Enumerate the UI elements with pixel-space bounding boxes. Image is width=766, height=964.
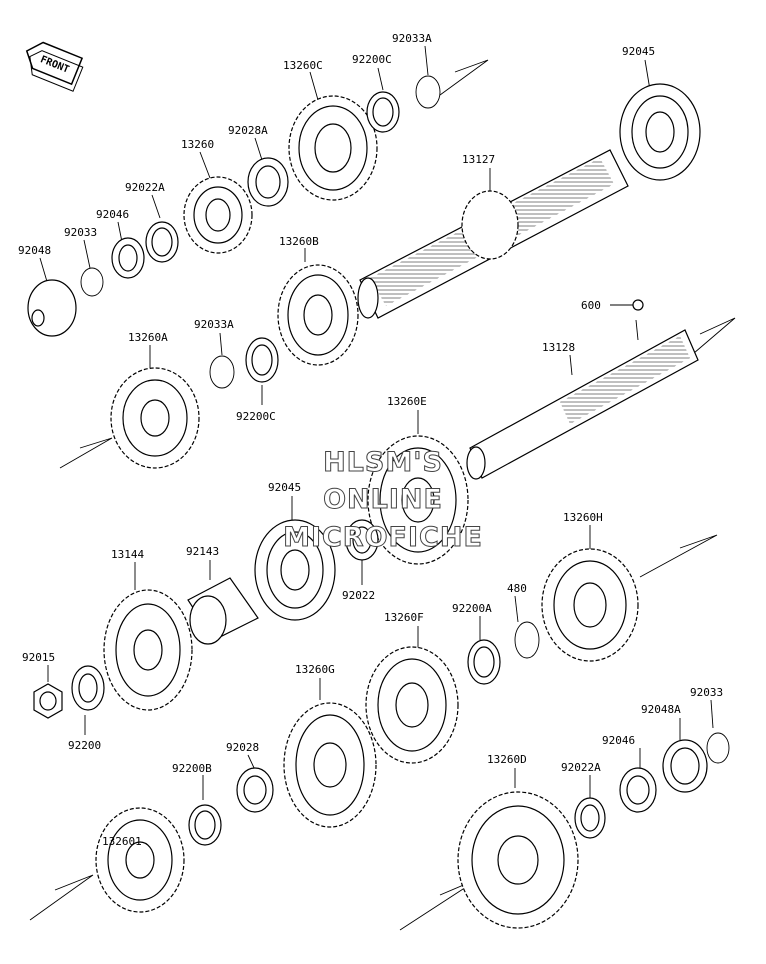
gear-13260F [365, 646, 459, 764]
label-92200B: 92200B [172, 762, 212, 775]
label-92033A-top: 92033A [392, 32, 432, 45]
gear-13260 [183, 176, 253, 254]
gear-13260B [277, 264, 359, 366]
label-13128: 13128 [542, 341, 575, 354]
label-92022: 92022 [342, 589, 375, 602]
gear-13260C [288, 95, 378, 201]
label-92028A: 92028A [228, 124, 268, 137]
watermark-line-3: MICROFICHE [283, 522, 483, 553]
label-92200A: 92200A [452, 602, 492, 615]
label-92033-left: 92033 [64, 226, 97, 239]
label-92200C-mid: 92200C [236, 410, 276, 423]
label-92046-left: 92046 [96, 208, 129, 221]
label-92143: 92143 [186, 545, 219, 558]
label-13127: 13127 [462, 153, 495, 166]
label-92028: 92028 [226, 741, 259, 754]
watermark: HLSM'S ONLINE MICROFICHE [283, 447, 483, 554]
label-92045-mid: 92045 [268, 481, 301, 494]
label-13260G: 13260G [295, 663, 335, 676]
gear-13260E [367, 435, 469, 565]
label-13260H: 13260H [563, 511, 603, 524]
label-92200C-top: 92200C [352, 53, 392, 66]
label-92033-right: 92033 [690, 686, 723, 699]
small-parts [27, 75, 730, 846]
label-13260I: 132601 [102, 835, 142, 848]
label-13260C: 13260C [283, 59, 323, 72]
label-13260D: 13260D [487, 753, 527, 766]
leader-lines [39, 45, 714, 850]
label-13260B: 13260B [279, 235, 319, 248]
watermark-line-1: HLSM'S [323, 447, 443, 478]
gear-13127-integral [461, 190, 519, 260]
label-92048: 92048 [18, 244, 51, 257]
shaft-13128 [466, 329, 699, 480]
label-600: 600 [581, 299, 601, 312]
label-92033A-mid: 92033A [194, 318, 234, 331]
bearing-92045-upper [619, 83, 701, 181]
watermark-line-2: ONLINE [323, 484, 443, 515]
gear-13260A [110, 367, 200, 469]
label-13144: 13144 [111, 548, 144, 561]
axis-arrows [29, 59, 736, 931]
front-arrow-icon: FRONT [25, 41, 84, 92]
collar-92143 [187, 577, 259, 645]
label-13260A: 13260A [128, 331, 168, 344]
gear-13260G [283, 702, 377, 828]
gear-13144 [103, 589, 193, 711]
label-13260: 13260 [181, 138, 214, 151]
label-480: 480 [507, 582, 527, 595]
label-92046-right: 92046 [602, 734, 635, 747]
label-92015: 92015 [22, 651, 55, 664]
gear-13260H [541, 548, 639, 662]
label-92022A-left: 92022A [125, 181, 165, 194]
gear-13260I [95, 807, 185, 913]
label-92200: 92200 [68, 739, 101, 752]
label-13260E: 13260E [387, 395, 427, 408]
label-92022A-right: 92022A [561, 761, 601, 774]
gear-13260D [457, 791, 579, 929]
part-labels: 92033A 92045 13260C 92200C 92028A 13260 … [18, 32, 723, 848]
bearing-92045-middle [254, 519, 336, 621]
label-13260F: 13260F [384, 611, 424, 624]
label-92045-top: 92045 [622, 45, 655, 58]
label-92048A: 92048A [641, 703, 681, 716]
